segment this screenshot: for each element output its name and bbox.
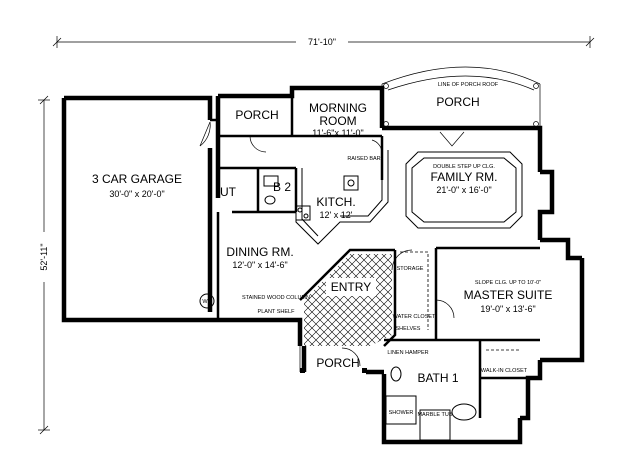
family-ceiling-note: DOUBLE STEP UP CLG. [433, 164, 495, 170]
family-size: 21'-0" x 16'-0" [436, 185, 491, 195]
entry-label: ENTRY [331, 280, 371, 294]
dining-size: 12'-0" x 14'-6" [232, 260, 287, 270]
marble-tub-note: MARBLE TUB [417, 412, 452, 418]
master-label: MASTER SUITE [464, 288, 553, 302]
storage-note: STORAGE [397, 266, 424, 272]
kitchen-label: KITCH. [316, 195, 355, 209]
master-size: 19'-0" x 13'-6" [480, 304, 535, 314]
room-labels: 3 CAR GARAGE 30'-0" x 20'-0" PORCH MORNI… [92, 82, 552, 385]
width-dimension-label: 71'-10" [308, 37, 336, 47]
notes: RAISED BAR WH STAINED WOOD COLUMN PLANT … [202, 156, 527, 418]
interior-walls [216, 96, 540, 418]
garage-size: 30'-0" x 20'-0" [109, 189, 164, 199]
shower-note: SHOWER [389, 410, 414, 416]
raised-bar-note: RAISED BAR [347, 156, 380, 162]
fixtures [71, 96, 520, 441]
stained-column-note: STAINED WOOD COLUMN [242, 295, 310, 301]
walk-in-closet-note: WALK-IN CLOSET [481, 368, 528, 374]
utility-label: UT [220, 185, 237, 199]
porch-rear-label: PORCH [436, 95, 479, 109]
family-ceiling-outline [405, 151, 523, 229]
dining-label: DINING RM. [226, 245, 293, 259]
depth-dimension-label: 52'-11" [39, 243, 49, 270]
kitchen-size: 12' x 12' [320, 210, 353, 220]
width-dimension: 71'-10" [52, 34, 595, 48]
morning-label-2: ROOM [319, 114, 356, 128]
bath2-label: B 2 [273, 180, 291, 194]
entry-tile-floor [304, 254, 392, 346]
doors [199, 121, 465, 372]
porch-roof-note: LINE OF PORCH ROOF [438, 82, 499, 88]
family-label: FAMILY RM. [431, 170, 498, 184]
linen-hamper-note: LINEN HAMPER [387, 350, 428, 356]
morning-size: 11'-6"x 11'-0" [312, 128, 364, 138]
garage-label: 3 CAR GARAGE [92, 172, 182, 186]
water-closet-note: WATER CLOSET [393, 314, 436, 320]
rear-porch-roof [381, 66, 541, 128]
porch-top-label: PORCH [235, 108, 278, 122]
wh-note: WH [202, 299, 211, 305]
exterior-walls [61, 85, 585, 445]
morning-label-1: MORNING [309, 101, 367, 115]
shelves-note: SHELVES [396, 326, 421, 332]
bath1-label: BATH 1 [417, 371, 458, 385]
master-ceiling-note: SLOPE CLG. UP TO 10'-0" [475, 280, 541, 286]
depth-dimension: 52'-11" [37, 95, 51, 435]
plant-shelf-note: PLANT SHELF [258, 309, 296, 315]
porch-front-label: PORCH [316, 356, 359, 370]
